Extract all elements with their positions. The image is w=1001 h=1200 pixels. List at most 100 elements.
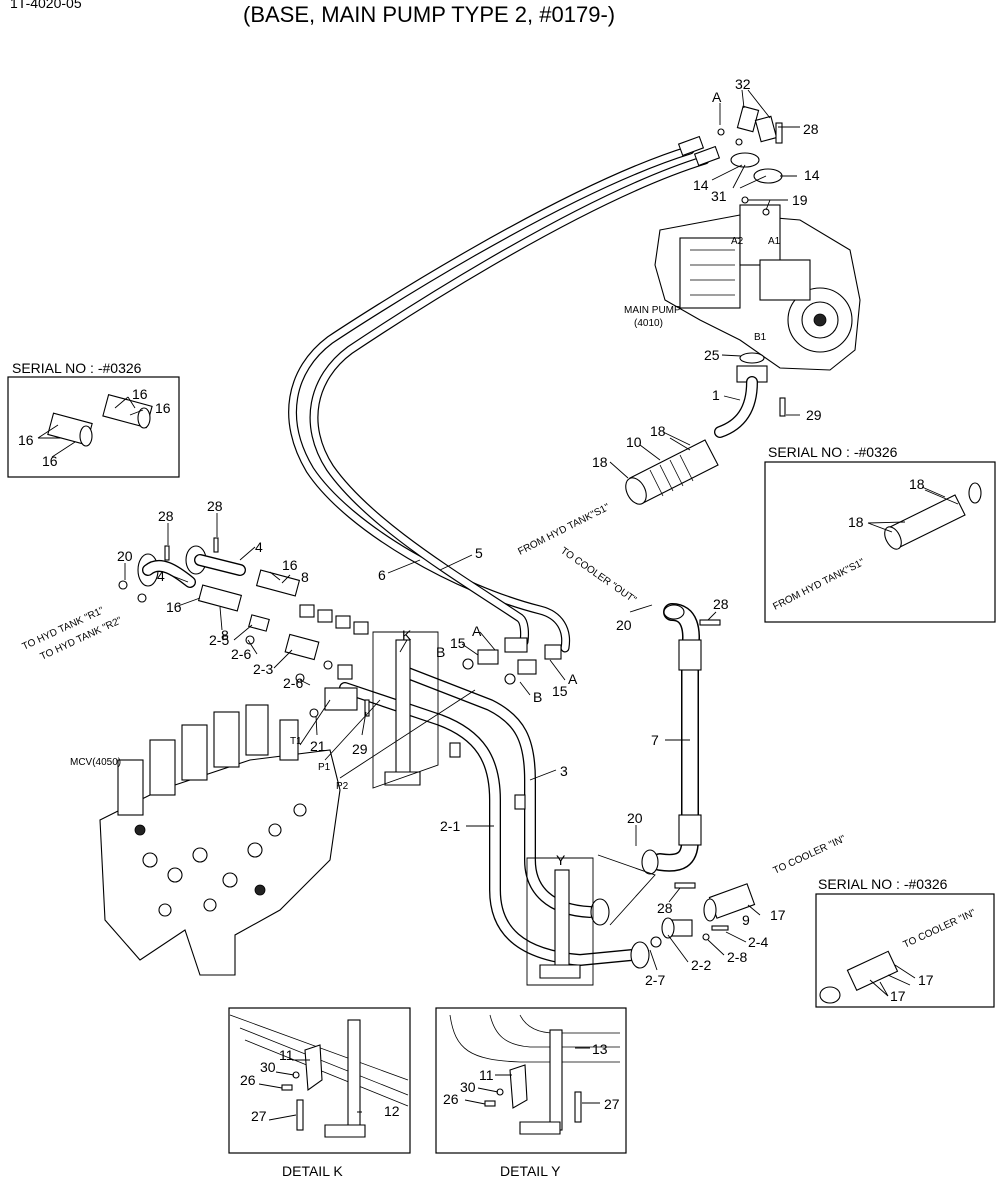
detail-k-26: 26 bbox=[240, 1072, 256, 1088]
callout-2-8: 2-8 bbox=[727, 949, 747, 965]
detail-k-12: 12 bbox=[384, 1103, 400, 1119]
callout-21: 21 bbox=[310, 738, 326, 754]
callout-8-lower: 8 bbox=[221, 627, 229, 643]
callout-18-lower: 18 bbox=[592, 454, 608, 470]
callout-2-7: 2-7 bbox=[645, 972, 665, 988]
callout-29-right: 29 bbox=[806, 407, 822, 423]
suction-hose-10 bbox=[625, 439, 719, 505]
port-p1-label: P1 bbox=[318, 762, 331, 773]
bracket-k bbox=[384, 639, 421, 786]
callout-5: 5 bbox=[475, 545, 483, 561]
mcv-label: MCV(4050) bbox=[70, 757, 121, 768]
callout-2-6-lower: 2-6 bbox=[283, 675, 303, 691]
callout-25: 25 bbox=[704, 347, 720, 363]
hose-5-6 bbox=[288, 135, 721, 653]
callout-18-upper: 18 bbox=[650, 423, 666, 439]
main-pump-label: MAIN PUMP bbox=[624, 305, 681, 316]
callout-32: 32 bbox=[735, 76, 751, 92]
callout-8-upper: 8 bbox=[301, 569, 309, 585]
detail-y-title: DETAIL Y bbox=[500, 1163, 561, 1179]
callout-6: 6 bbox=[378, 567, 386, 583]
callout-a-right: A bbox=[568, 671, 578, 687]
cooler-hose-7 bbox=[641, 603, 721, 889]
serial3-17a: 17 bbox=[918, 972, 934, 988]
callout-k: K bbox=[402, 627, 412, 643]
serial-box-1-label: SERIAL NO : -#0326 bbox=[12, 360, 142, 376]
serial-box-2-label: SERIAL NO : -#0326 bbox=[768, 444, 898, 460]
callout-3: 3 bbox=[560, 763, 568, 779]
callout-14-left: 14 bbox=[693, 177, 709, 193]
callout-a-top: A bbox=[712, 89, 722, 105]
callout-1: 1 bbox=[712, 387, 720, 403]
callout-31: 31 bbox=[711, 188, 727, 204]
serial1-16d: 16 bbox=[42, 453, 58, 469]
callout-4-lower: 4 bbox=[157, 568, 165, 584]
callout-2-6-upper: 2-6 bbox=[231, 646, 251, 662]
pipe-2-1-and-3 bbox=[339, 666, 650, 969]
serial2-18a: 18 bbox=[909, 476, 925, 492]
detail-y-27: 27 bbox=[604, 1096, 620, 1112]
callout-a-mid: A bbox=[472, 623, 482, 639]
callout-9: 9 bbox=[742, 912, 750, 928]
callout-b-right: B bbox=[533, 689, 542, 705]
callout-2-4: 2-4 bbox=[748, 934, 768, 950]
to-cooler-out: TO COOLER "OUT" bbox=[558, 545, 638, 606]
serial3-17b: 17 bbox=[890, 988, 906, 1004]
callout-29-left: 29 bbox=[352, 741, 368, 757]
port-p2-label: P2 bbox=[336, 781, 349, 792]
callout-2-3: 2-3 bbox=[253, 661, 273, 677]
callout-labels: 32 A 28 14 14 31 19 25 1 29 18 10 18 5 6… bbox=[18, 76, 934, 1124]
callout-4-upper: 4 bbox=[255, 539, 263, 555]
serial-box-3: SERIAL NO : -#0326 bbox=[815, 876, 995, 1008]
serial-box-1: SERIAL NO : -#0326 bbox=[7, 360, 180, 478]
detail-y-30: 30 bbox=[460, 1079, 476, 1095]
return-fittings bbox=[118, 537, 370, 718]
callout-19: 19 bbox=[792, 192, 808, 208]
serial1-16b: 16 bbox=[155, 400, 171, 416]
callout-2-1: 2-1 bbox=[440, 818, 460, 834]
detail-k bbox=[228, 1007, 411, 1154]
diagram-title: (BASE, MAIN PUMP TYPE 2, #0179-) bbox=[243, 2, 615, 27]
callout-15-right: 15 bbox=[552, 683, 568, 699]
callout-14-right: 14 bbox=[804, 167, 820, 183]
detail-k-title: DETAIL K bbox=[282, 1163, 343, 1179]
detail-y-11: 11 bbox=[479, 1067, 494, 1083]
serial2-18b: 18 bbox=[848, 514, 864, 530]
serial-box-3-label: SERIAL NO : -#0326 bbox=[818, 876, 948, 892]
callout-2-2: 2-2 bbox=[691, 957, 711, 973]
callout-y: Y bbox=[556, 852, 566, 868]
detail-y bbox=[435, 1007, 627, 1154]
suction-pipe-1 bbox=[714, 352, 786, 438]
callout-16-upper: 16 bbox=[282, 557, 298, 573]
callout-28-top: 28 bbox=[803, 121, 819, 137]
serial-box-2: SERIAL NO : -#0326 bbox=[764, 444, 996, 623]
detail-y-13: 13 bbox=[592, 1041, 608, 1057]
callout-28-low: 28 bbox=[657, 900, 673, 916]
serial1-16a: 16 bbox=[132, 386, 148, 402]
callout-20-mid: 20 bbox=[627, 810, 643, 826]
callout-10: 10 bbox=[626, 434, 642, 450]
callout-b-left: B bbox=[436, 644, 445, 660]
port-t1-label: T1 bbox=[290, 736, 302, 747]
callout-20-upper: 20 bbox=[616, 617, 632, 633]
bracket-y bbox=[539, 869, 581, 979]
callout-28-mid: 28 bbox=[713, 596, 729, 612]
cooler-in-fittings bbox=[650, 883, 756, 948]
detail-k-30: 30 bbox=[260, 1059, 276, 1075]
main-pump-code: (4010) bbox=[634, 318, 663, 329]
callout-28-left: 28 bbox=[158, 508, 174, 524]
port-a2-label: A2 bbox=[731, 236, 744, 247]
callout-16-lower: 16 bbox=[166, 599, 182, 615]
leader-lines bbox=[124, 89, 800, 971]
callout-2-5: 2-5 bbox=[209, 632, 229, 648]
header-fragment: 1T-4020-05 bbox=[10, 0, 82, 11]
callout-15-left: 15 bbox=[450, 635, 466, 651]
port-b1-label: B1 bbox=[754, 332, 767, 343]
mcv-valve bbox=[99, 704, 341, 976]
pump-top-fittings bbox=[717, 105, 783, 216]
detail-k-27: 27 bbox=[251, 1108, 267, 1124]
callout-28-left2: 28 bbox=[207, 498, 223, 514]
port-a1-label: A1 bbox=[768, 236, 781, 247]
callout-17: 17 bbox=[770, 907, 786, 923]
